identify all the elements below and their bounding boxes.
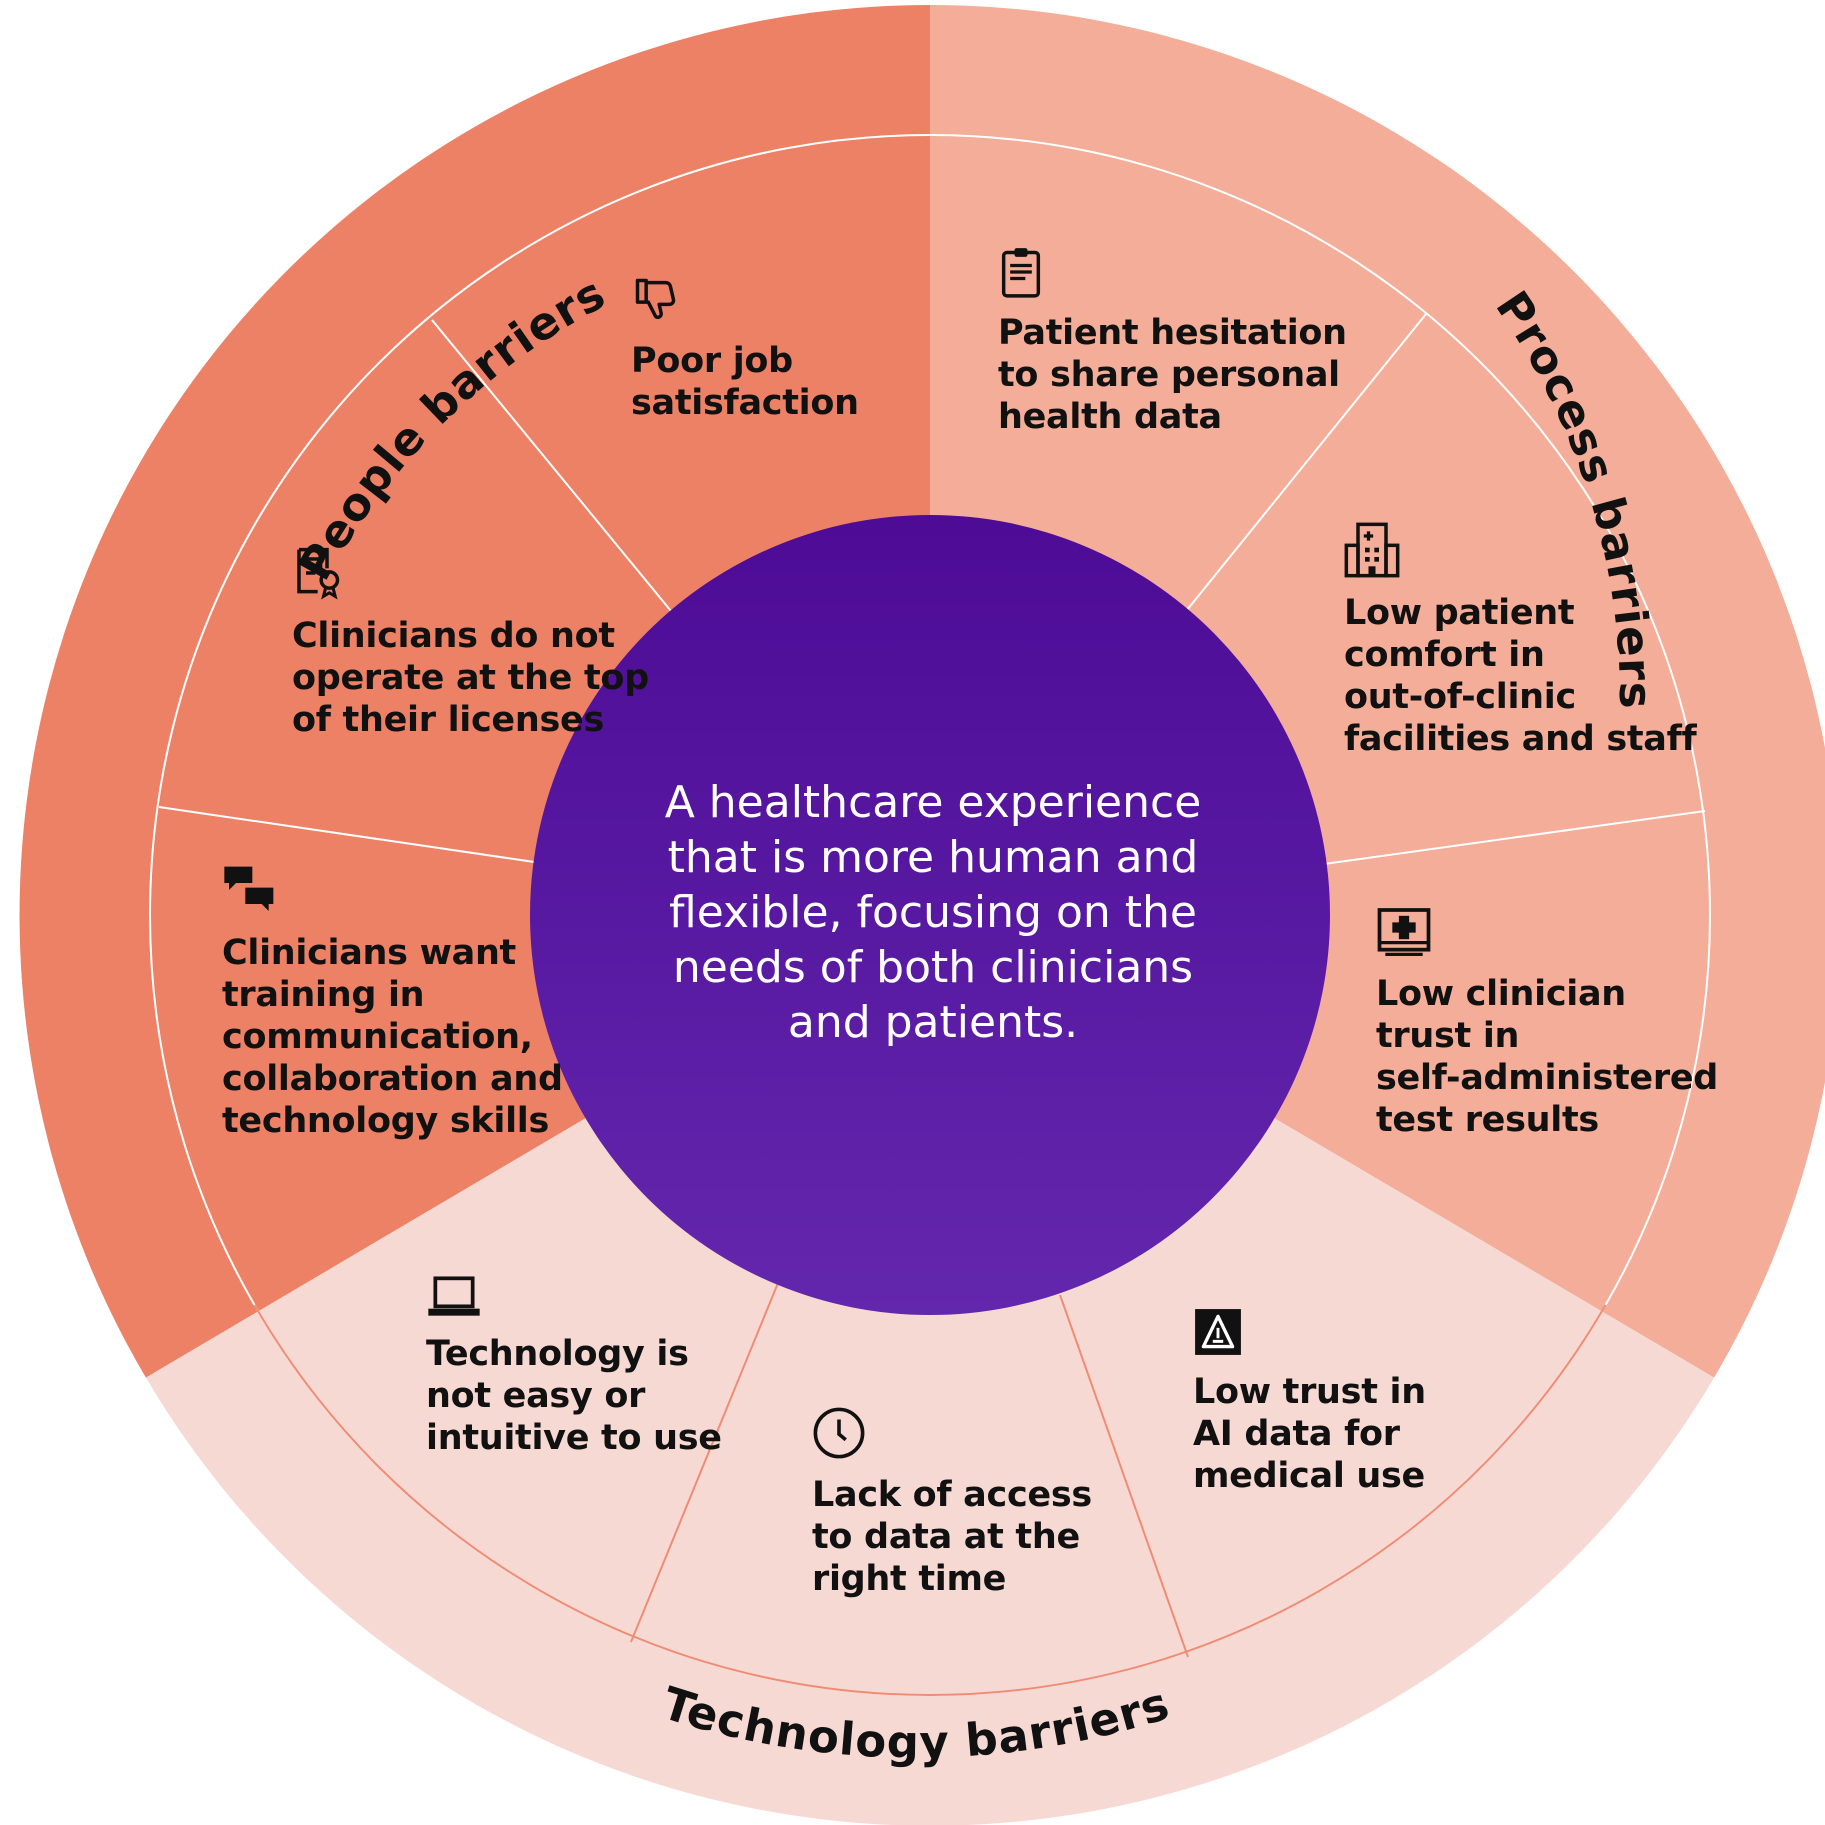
item-low-trust-ai: Low trust in AI data for medical use [1193, 1307, 1426, 1497]
clock-icon [813, 1407, 865, 1459]
tech-inner-ring [253, 1304, 1607, 1696]
item-text: Clinicians want training in communicatio… [222, 933, 563, 1141]
item-text: Low trust in AI data for medical use [1193, 1372, 1426, 1496]
laptop-icon [428, 1276, 480, 1316]
item-poor-job-satisfaction: Poor job satisfaction [631, 274, 859, 424]
item-patient-hesitation: Patient hesitation to share personal hea… [998, 246, 1347, 438]
item-text: Low clinician trust in self-administered… [1376, 974, 1719, 1140]
item-clinicians-training: Clinicians want training in communicatio… [222, 862, 563, 1142]
item-technology-not-intuitive: Technology is not easy or intuitive to u… [426, 1275, 722, 1459]
medical-kit-icon [1377, 908, 1431, 956]
sector-technology [145, 915, 1715, 1825]
item-text: Clinicians do not operate at the top of … [292, 616, 649, 740]
center-circle [530, 515, 1330, 1315]
divider-lines-tech [630, 1282, 1189, 1658]
item-lack-of-access: Lack of access to data at the right time [812, 1406, 1092, 1600]
item-text: Low patient comfort in out-of-clinic fac… [1344, 593, 1697, 759]
clipboard-icon [1001, 248, 1041, 298]
item-text: Patient hesitation to share personal hea… [998, 313, 1347, 437]
certificate-document-icon [297, 547, 340, 600]
item-low-clinician-trust: Low clinician trust in self-administered… [1376, 903, 1718, 1141]
building-icon [1344, 522, 1400, 578]
item-low-patient-comfort: Low patient comfort in out-of-clinic fac… [1344, 522, 1697, 760]
item-text: Technology is not easy or intuitive to u… [426, 1334, 722, 1458]
divider-lines [158, 313, 1706, 865]
item-text: Poor job satisfaction [631, 341, 859, 423]
thumbs-down-icon [635, 278, 676, 320]
item-text: Lack of access to data at the right time [812, 1475, 1092, 1599]
center-statement: A healthcare experience that is more hum… [664, 777, 1202, 1048]
chat-bubbles-icon [224, 866, 274, 911]
ai-warning-icon [1195, 1309, 1241, 1355]
item-clinicians-licenses: Clinicians do not operate at the top of … [292, 545, 649, 741]
